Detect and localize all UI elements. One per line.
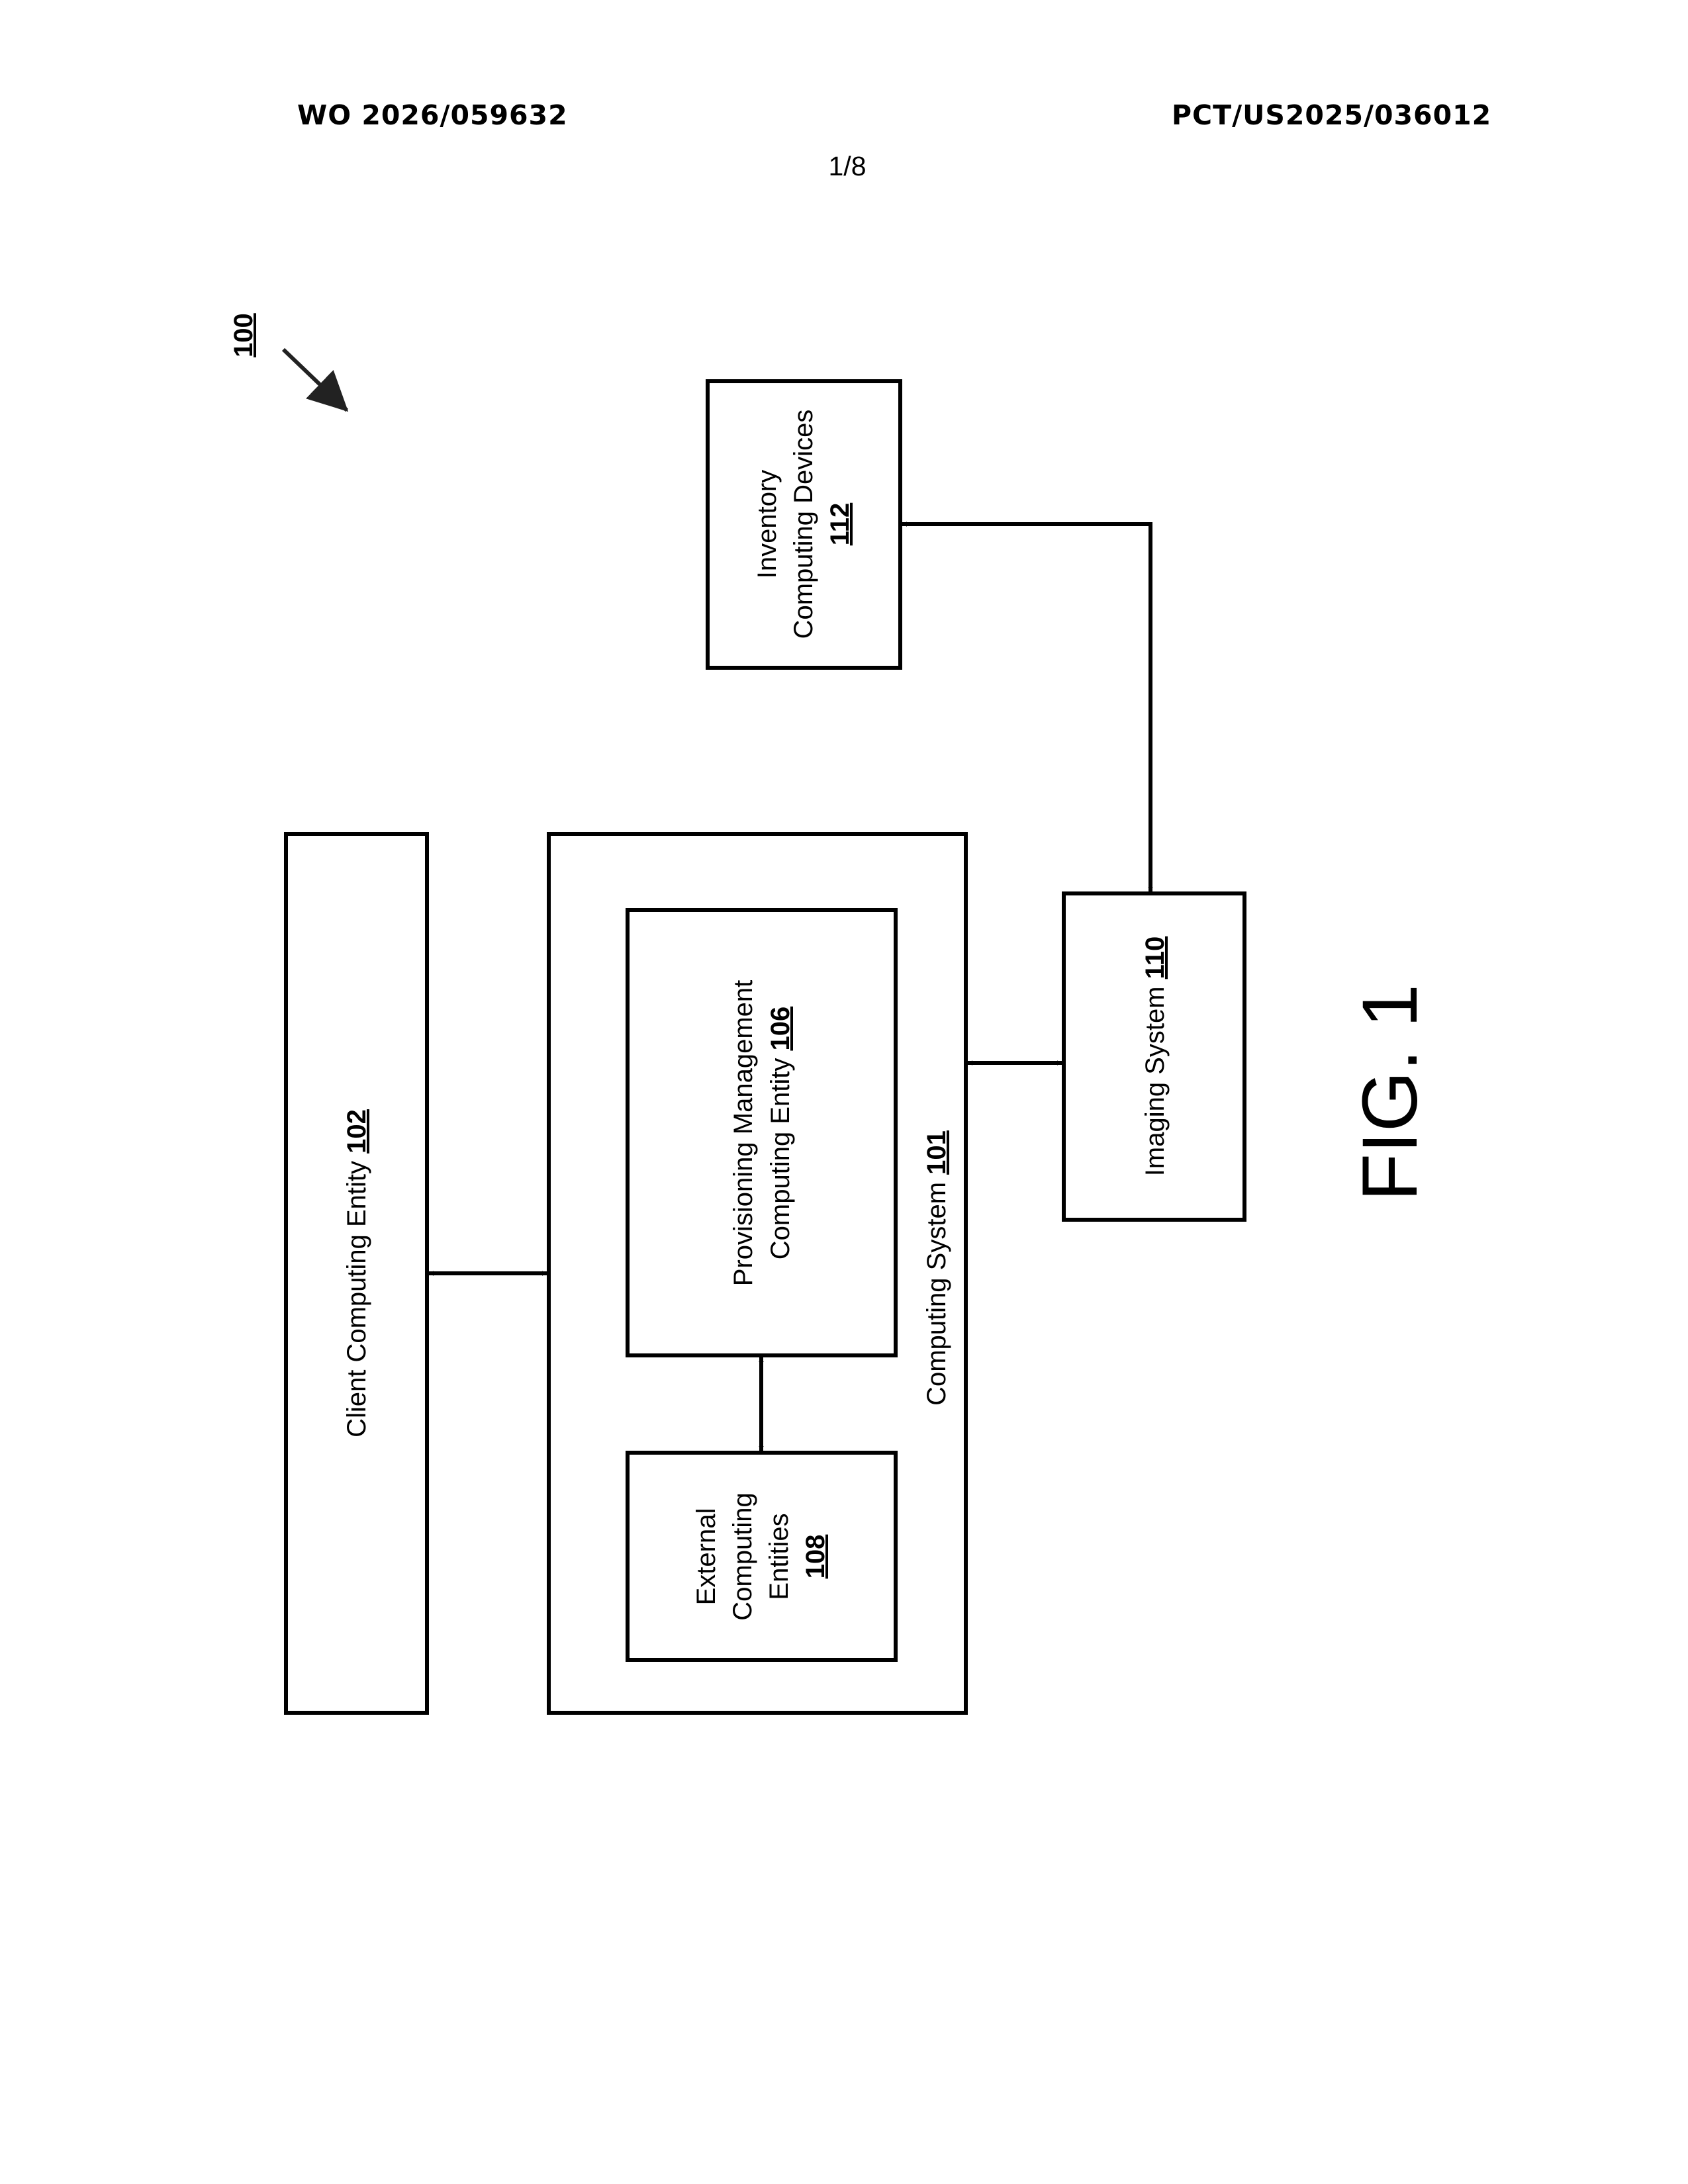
- external-ref: 108: [801, 1535, 830, 1579]
- inventory-ref: 112: [825, 503, 855, 546]
- provisioning-label-line2: Computing Entity 106: [766, 1007, 795, 1259]
- figure-caption: FIG. 1: [1346, 984, 1434, 1201]
- external-label-line1: External: [692, 1508, 721, 1606]
- reference-pointer-arrow: [283, 349, 347, 410]
- client-label: Client Computing Entity 102: [342, 1109, 371, 1437]
- system-ref-label: 100: [229, 313, 258, 357]
- external-label-line2: Computing: [728, 1492, 757, 1620]
- inventory-label-line2: Computing Devices: [789, 410, 818, 639]
- system-reference: 100: [229, 313, 347, 410]
- external-box: [628, 1453, 896, 1660]
- external-label-line3: Entities: [765, 1513, 794, 1600]
- inventory-label-line1: Inventory: [753, 470, 782, 579]
- inventory-imaging-connector: [902, 524, 1150, 891]
- computing-system-label: Computing System 101: [922, 1130, 951, 1406]
- external-computing-entities: External Computing Entities 108: [628, 1453, 896, 1660]
- imaging-label: Imaging System 110: [1141, 936, 1170, 1176]
- imaging-system: Imaging System 110: [1064, 893, 1244, 1220]
- inventory-computing-devices: Inventory Computing Devices 112: [708, 381, 900, 668]
- provisioning-management-entity: Provisioning Management Computing Entity…: [628, 910, 896, 1355]
- provisioning-label-line1: Provisioning Management: [729, 980, 758, 1286]
- provisioning-box: [628, 910, 896, 1355]
- client-computing-entity: Client Computing Entity 102: [286, 834, 427, 1713]
